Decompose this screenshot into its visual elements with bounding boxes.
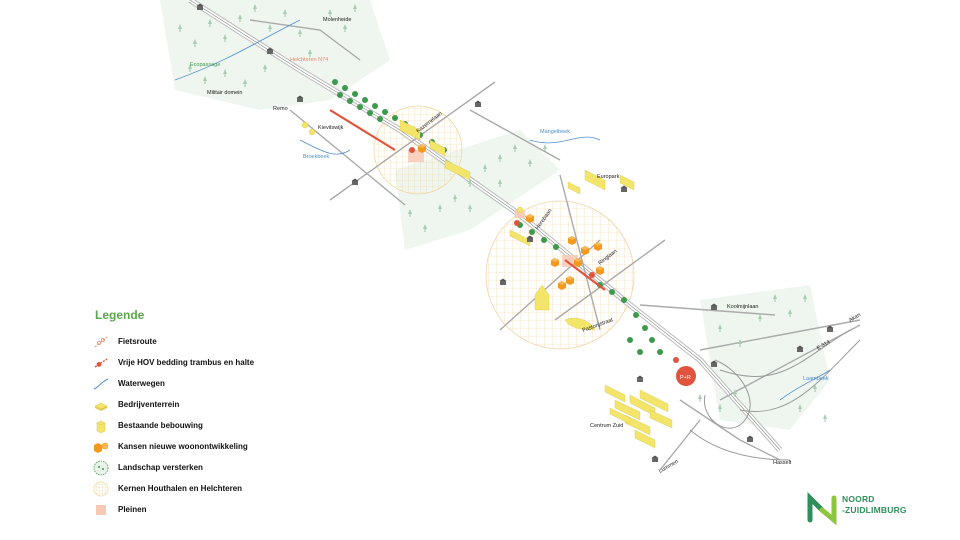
label-molenheide: Molenheide <box>323 17 351 23</box>
logo-mark-icon <box>807 491 837 526</box>
existing-building-icon <box>92 418 110 434</box>
label-remo: Remo <box>273 106 288 112</box>
legend-item-landschap: Landschap versterken <box>92 457 352 478</box>
hov-bedding <box>329 109 679 363</box>
label-militair-domein: Militair domein <box>207 90 242 96</box>
legend-item-hov: Vrije HOV bedding trambus en halte <box>92 352 352 373</box>
label-europark: Europark <box>597 174 620 180</box>
town-core-icon <box>92 481 110 497</box>
label-akan: Akan <box>848 312 862 323</box>
label-koolmijnlaan: Koolmijnlaan <box>727 304 759 310</box>
label-mangelbeek: Mangelbeek <box>540 129 570 135</box>
label-kievitswijk: Kievitswijk <box>318 125 344 131</box>
industrial-block-icon <box>92 397 110 413</box>
label-lummen: Lummen <box>658 459 680 475</box>
waterway-icon <box>92 376 110 392</box>
label-laambeek: Laambeek <box>803 376 829 382</box>
label-centrum-zuid: Centrum Zuid <box>590 423 623 429</box>
label-broekbeek: Broekbeek <box>303 154 330 160</box>
label-ecopassage: Ecopassage <box>190 62 220 68</box>
legend-item-kernen: Kernen Houthalen en Helchteren <box>92 478 352 499</box>
legend-item-fietsroute: Fietsroute <box>92 331 352 352</box>
legend-item-woonontwikkeling: Kansen nieuwe woonontwikkeling <box>92 436 352 457</box>
noord-zuid-limburg-logo: NOORD -ZUIDLIMBURG <box>806 490 926 530</box>
legend: Legende Fietsroute Vrije HOV bedding tra… <box>92 308 352 520</box>
bike-route-icon <box>92 334 110 350</box>
logo-text: NOORD -ZUIDLIMBURG <box>842 494 907 516</box>
pr-label: P+R <box>680 375 691 381</box>
landscape-icon <box>92 460 110 476</box>
square-icon <box>92 502 110 518</box>
waterways <box>174 19 831 401</box>
label-road-top: Helchteren N74 <box>290 57 328 63</box>
industrial-blocks <box>301 119 673 449</box>
logo-line1: NOORD <box>842 494 875 504</box>
core-houthalen <box>485 200 635 350</box>
logo-line2: -ZUIDLIMBURG <box>842 505 907 515</box>
label-hasselt: Hasselt <box>773 460 792 466</box>
legend-title: Legende <box>95 308 145 322</box>
legend-item-bestaande-bebouwing: Bestaande bebouwing <box>92 415 352 436</box>
legend-item-waterwegen: Waterwegen <box>92 373 352 394</box>
park-and-ride <box>676 366 696 386</box>
legend-item-pleinen: Pleinen <box>92 499 352 520</box>
highway-interchange <box>689 329 861 461</box>
tram-stop-icon <box>92 355 110 371</box>
legend-item-bedrijventerrein: Bedrijventerrein <box>92 394 352 415</box>
housing-opportunity-icon <box>92 439 110 455</box>
